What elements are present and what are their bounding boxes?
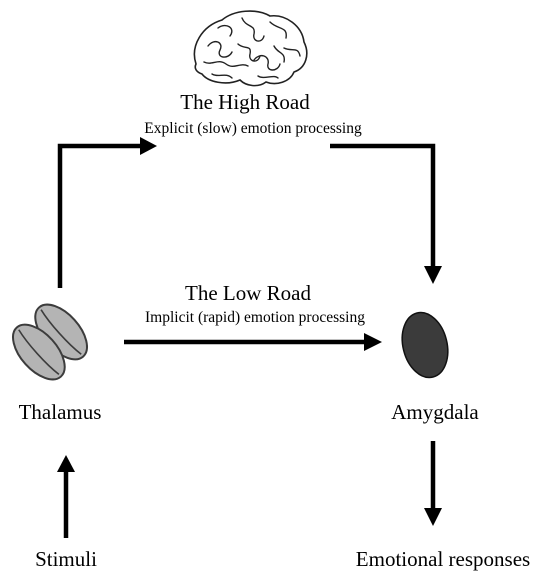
amygdala-icon (401, 311, 449, 379)
brain-icon (193, 10, 308, 87)
low-road-arrow (124, 333, 382, 351)
high-road-title: The High Road (180, 90, 310, 114)
low-road-subtitle: Implicit (rapid) emotion processing (145, 309, 365, 326)
emotional-responses-label: Emotional responses (356, 547, 530, 571)
high-road-arrow-right-down (330, 143, 442, 284)
high-road-arrow-up-right (57, 137, 157, 288)
thalamus-label: Thalamus (19, 400, 102, 424)
stimuli-arrow (57, 455, 75, 538)
low-road-title: The Low Road (185, 281, 311, 305)
emotional-response-arrow (424, 441, 442, 526)
amygdala-label: Amygdala (391, 400, 479, 424)
high-road-subtitle: Explicit (slow) emotion processing (144, 120, 362, 137)
stimuli-label: Stimuli (35, 547, 97, 571)
thalamus-icon (12, 303, 88, 381)
